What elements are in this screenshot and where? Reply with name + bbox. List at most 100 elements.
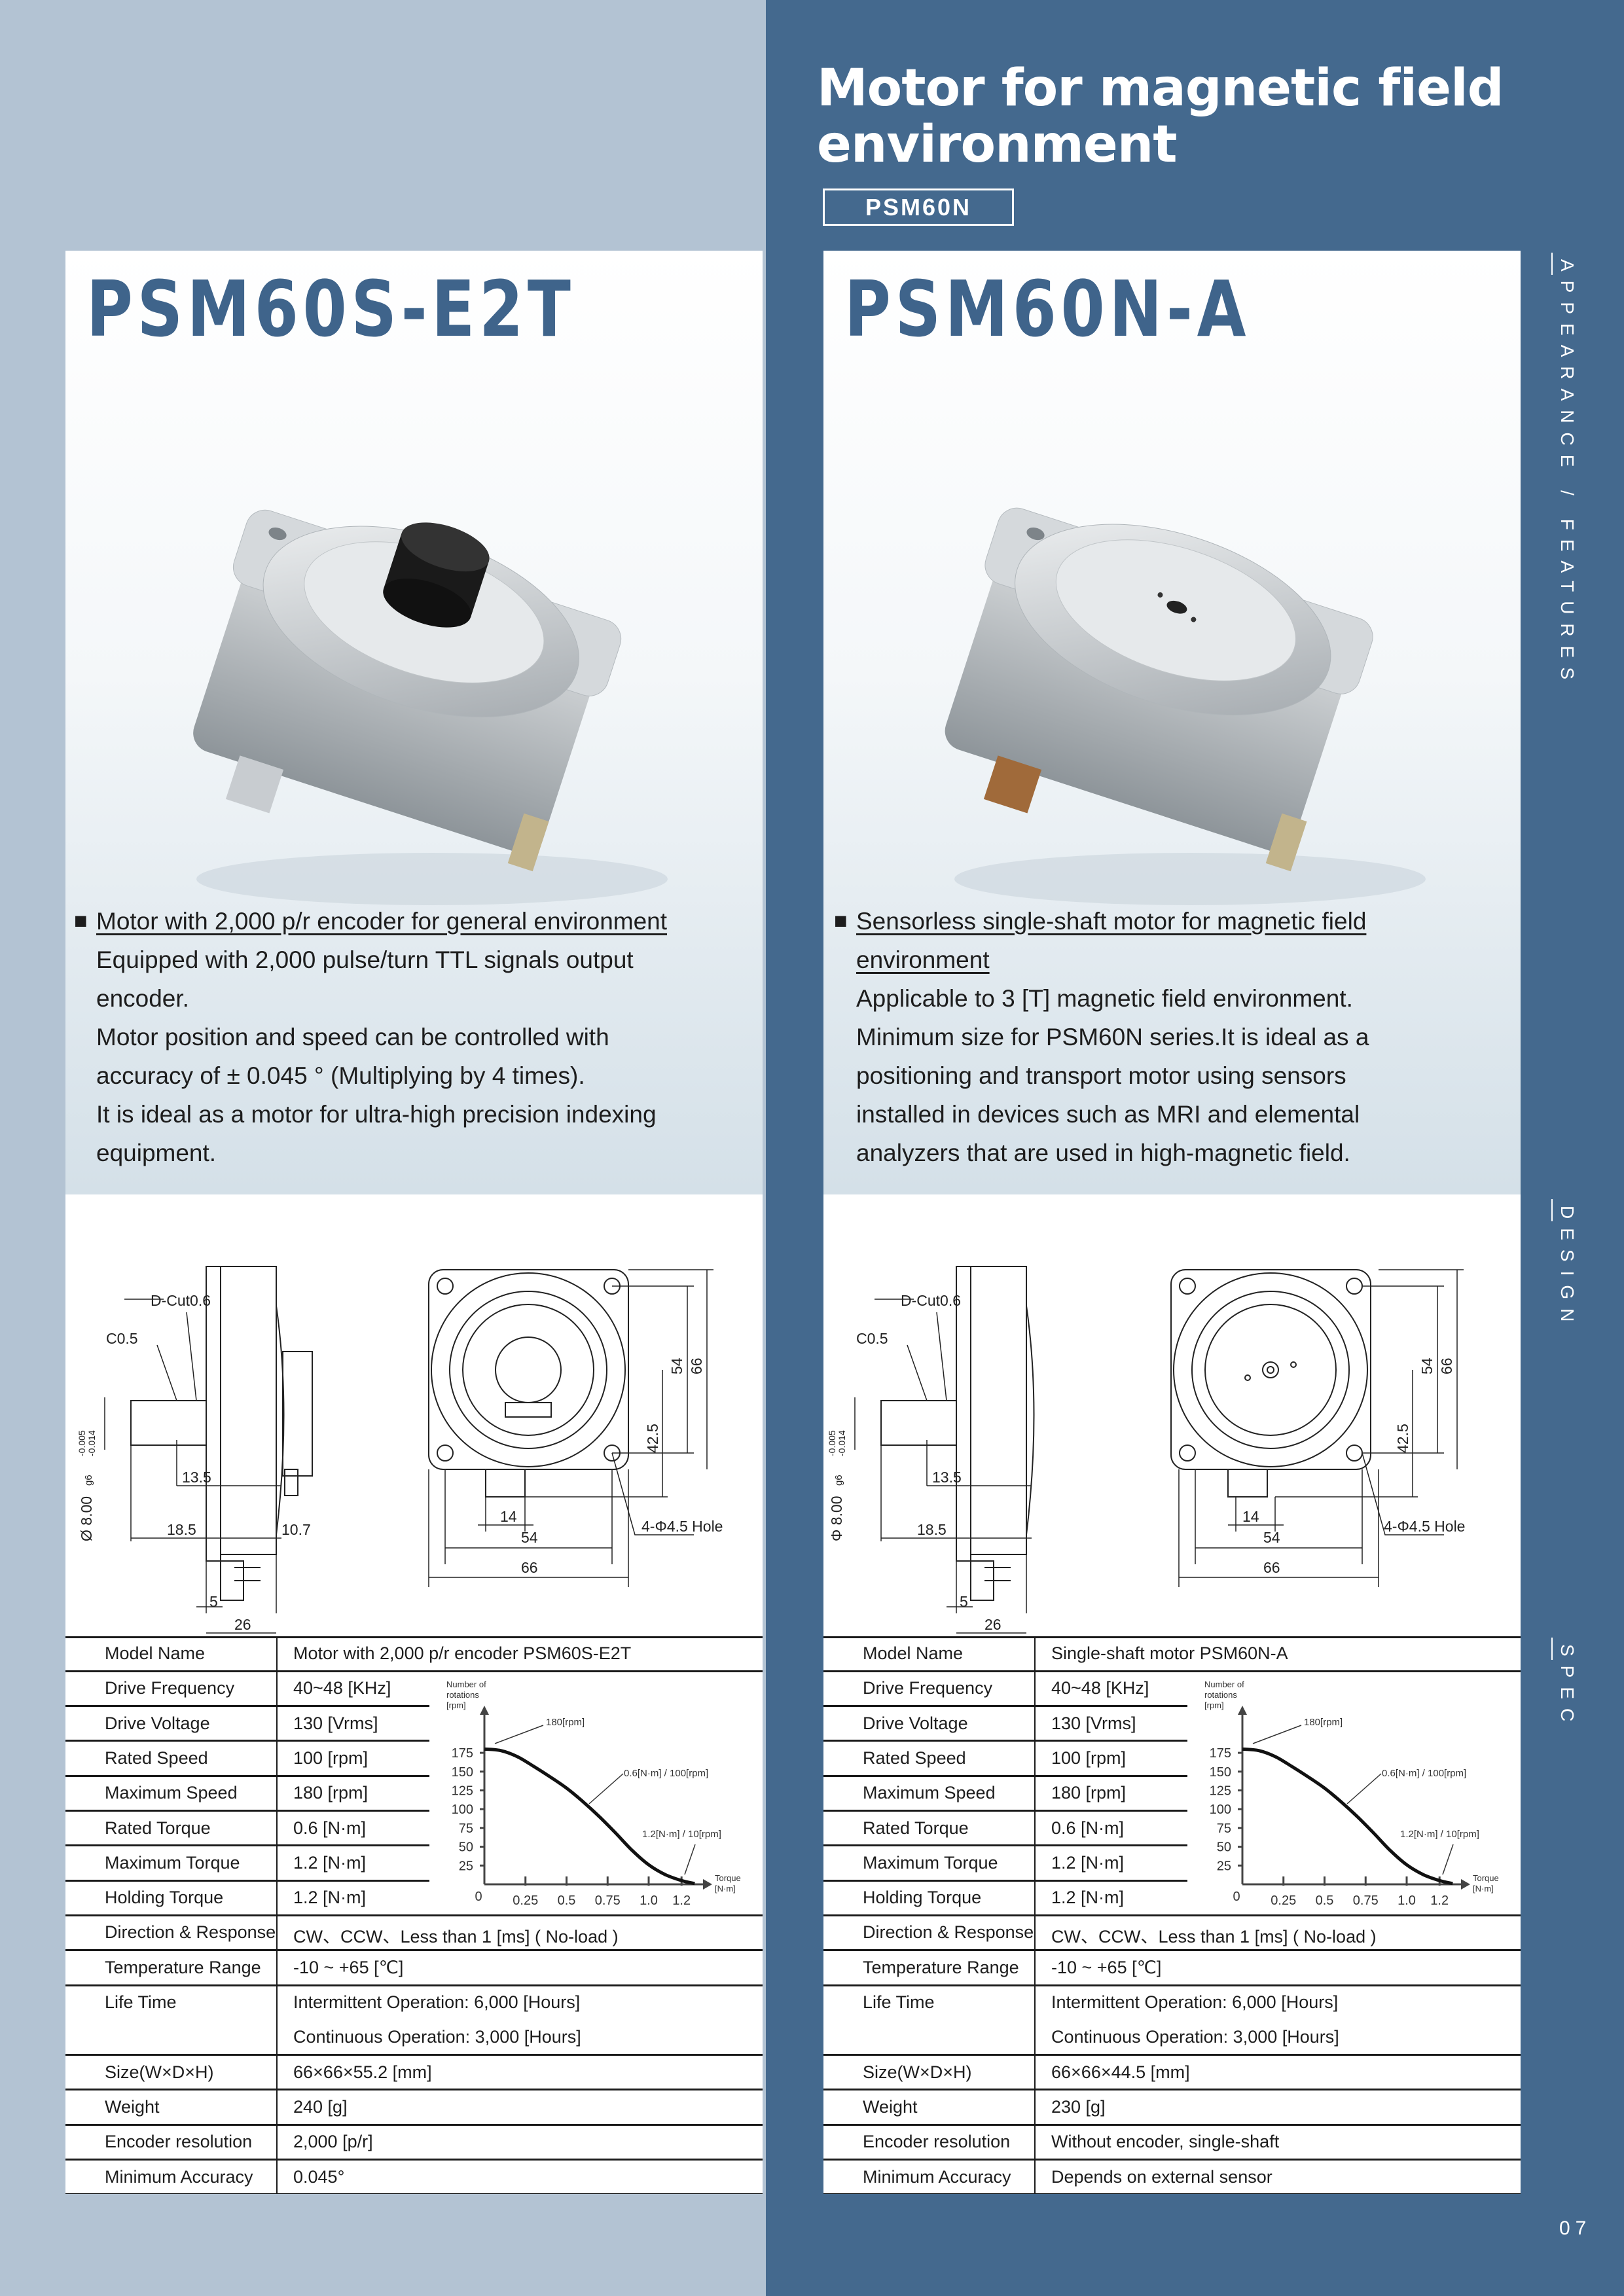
model-title: PSM60S-E2T	[86, 264, 575, 354]
spec-label: Rated Speed	[105, 1748, 208, 1768]
table-rule	[823, 1774, 1187, 1777]
spec-value: 1.2 [N·m]	[293, 1888, 367, 1908]
spec-value: 130 [Vrms]	[293, 1713, 378, 1733]
feature-text-line: positioning and transport motor using se…	[856, 1062, 1346, 1089]
feature-heading: environment	[856, 946, 990, 973]
feature-text-line: Minimum size for PSM60N series.It is ide…	[856, 1024, 1369, 1050]
y-tick-label: 50	[459, 1840, 473, 1855]
feature-heading: Sensorless single-shaft motor for magnet…	[856, 908, 1367, 935]
spec-label: Drive Frequency	[863, 1678, 993, 1698]
dim-height-42-5: 42.5	[644, 1424, 661, 1453]
y-axis-arrow-icon	[480, 1706, 489, 1715]
x-tick-label: 0.25	[1271, 1893, 1296, 1908]
x-tick-label: 1.2	[1430, 1893, 1449, 1908]
table-rule	[823, 2159, 1521, 2161]
x-tick-label: 0.5	[1316, 1893, 1334, 1908]
x-axis-label: Torque	[715, 1873, 741, 1883]
chart-annotation: 0.6[N·m] / 100[rpm]	[624, 1768, 708, 1779]
origin-label: 0	[475, 1890, 482, 1904]
dim-height-42-5: 42.5	[1394, 1424, 1411, 1453]
x-axis-label: [N·m]	[715, 1884, 736, 1893]
table-rule	[823, 1740, 1187, 1742]
table-rule	[823, 1636, 1521, 1638]
chamfer-label: C0.5	[856, 1330, 888, 1347]
spec-value: 66×66×55.2 [mm]	[293, 2062, 432, 2082]
series-badge: PSM60N	[823, 188, 1014, 226]
dim-width-54: 54	[1263, 1529, 1280, 1546]
side-nav-design[interactable]: DESIGN	[1551, 1198, 1578, 1331]
dim-5: 5	[209, 1593, 218, 1610]
side-view	[130, 1266, 313, 1601]
feature-text-line: accuracy of ± 0.045 ° (Multiplying by 4 …	[96, 1062, 585, 1089]
dim-26: 26	[234, 1616, 251, 1633]
table-rule	[823, 1984, 1521, 1986]
feature-text-line: analyzers that are used in high-magnetic…	[856, 1139, 1350, 1166]
y-axis-label: rotations	[1204, 1690, 1237, 1700]
x-axis-label: Torque	[1473, 1873, 1499, 1883]
table-rule	[823, 1844, 1187, 1847]
model-title: PSM60N-A	[844, 264, 1251, 354]
spec-label: Weight	[863, 2096, 918, 2117]
spec-label: Rated Torque	[863, 1818, 969, 1838]
y-tick-label: 100	[1210, 1803, 1231, 1817]
spec-value-2: Continuous Operation: 3,000 [Hours]	[1051, 2027, 1339, 2047]
y-tick-label: 125	[1210, 1784, 1231, 1799]
speed-torque-chart: Number ofrotations[rpm]Torque[N·m]175150…	[446, 1679, 741, 1908]
table-rule	[823, 1705, 1187, 1708]
shaft-tolerance-lower: -0.014	[837, 1430, 847, 1456]
spec-label: Temperature Range	[863, 1957, 1019, 1977]
x-axis-label: [N·m]	[1473, 1884, 1494, 1893]
spec-value: 100 [rpm]	[1051, 1748, 1127, 1768]
spec-value: 0.6 [N·m]	[1051, 1818, 1125, 1838]
spec-value-2: Continuous Operation: 3,000 [Hours]	[293, 2027, 581, 2047]
feature-text-line: installed in devices such as MRI and ele…	[856, 1101, 1360, 1128]
dimension-drawing: D-Cut0.6 C0.5 13.5 18.5 5 26 14 54 66 66…	[827, 1266, 1465, 1634]
table-rule	[65, 1670, 763, 1672]
y-tick-label: 175	[1210, 1746, 1231, 1761]
hole-label: 4-Φ4.5 Hole	[641, 1518, 723, 1535]
dim-18-5: 18.5	[917, 1521, 947, 1538]
shaft-diameter: Ø 8.00	[78, 1496, 95, 1541]
origin-label: 0	[1233, 1890, 1240, 1904]
y-tick-label: 25	[459, 1859, 473, 1873]
dim-26: 26	[984, 1616, 1001, 1633]
spec-label: Drive Voltage	[863, 1713, 968, 1733]
y-axis-label: [rpm]	[446, 1700, 466, 1710]
y-tick-label: 75	[1217, 1821, 1231, 1836]
side-nav-spec[interactable]: SPEC	[1551, 1637, 1578, 1731]
spec-label: Temperature Range	[105, 1957, 261, 1977]
x-axis-arrow-icon	[1461, 1879, 1470, 1890]
feature-text-line: It is ideal as a motor for ultra-high pr…	[96, 1101, 657, 1128]
shaft-tolerance-lower: -0.014	[86, 1430, 97, 1456]
dcut-label: D-Cut0.6	[901, 1292, 961, 1309]
x-tick-label: 1.0	[1398, 1893, 1416, 1908]
spec-value: -10 ~ +65 [℃]	[293, 1957, 404, 1977]
table-column-divider	[276, 1636, 278, 2194]
dim-18-5: 18.5	[167, 1521, 196, 1538]
dimension-drawing: D-Cut0.6 C0.5 13.5 18.5 10.7 5 26 14 54 …	[77, 1266, 723, 1634]
table-rule	[65, 1844, 429, 1847]
y-tick-label: 125	[452, 1784, 473, 1799]
side-nav-appearance-features[interactable]: APPEARANCE / FEATURES	[1551, 252, 1578, 689]
table-rule	[65, 1984, 763, 1986]
hole-label: 4-Φ4.5 Hole	[1384, 1518, 1465, 1535]
table-rule	[823, 1670, 1521, 1672]
spec-value: 1.2 [N·m]	[293, 1852, 367, 1873]
feature-description: ■Sensorless single-shaft motor for magne…	[834, 902, 1369, 1172]
speed-torque-chart: Number ofrotations[rpm]Torque[N·m]175150…	[1204, 1679, 1499, 1908]
spec-value: 40~48 [KHz]	[293, 1678, 391, 1698]
spec-label: Life Time	[863, 1992, 935, 2012]
table-rule	[65, 1810, 429, 1812]
motor-photo	[945, 507, 1426, 905]
spec-label: Encoder resolution	[105, 2132, 253, 2152]
dim-14: 14	[500, 1508, 517, 1525]
y-tick-label: 150	[452, 1765, 473, 1780]
annotation-arrow-icon	[1346, 1773, 1382, 1804]
y-tick-label: 25	[1217, 1859, 1231, 1873]
feature-text-line: Equipped with 2,000 pulse/turn TTL signa…	[96, 946, 634, 973]
feature-description: ■Motor with 2,000 p/r encoder for genera…	[74, 902, 667, 1172]
table-rule	[65, 1914, 763, 1916]
x-tick-label: 0.5	[558, 1893, 576, 1908]
x-tick-label: 1.0	[640, 1893, 658, 1908]
